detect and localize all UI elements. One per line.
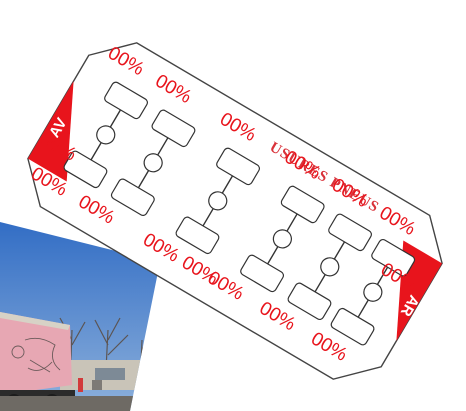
tyre-wear-sheet: AVARUSURES PNEUS00%00%00%00%00%00%00%00%…: [0, 0, 466, 411]
